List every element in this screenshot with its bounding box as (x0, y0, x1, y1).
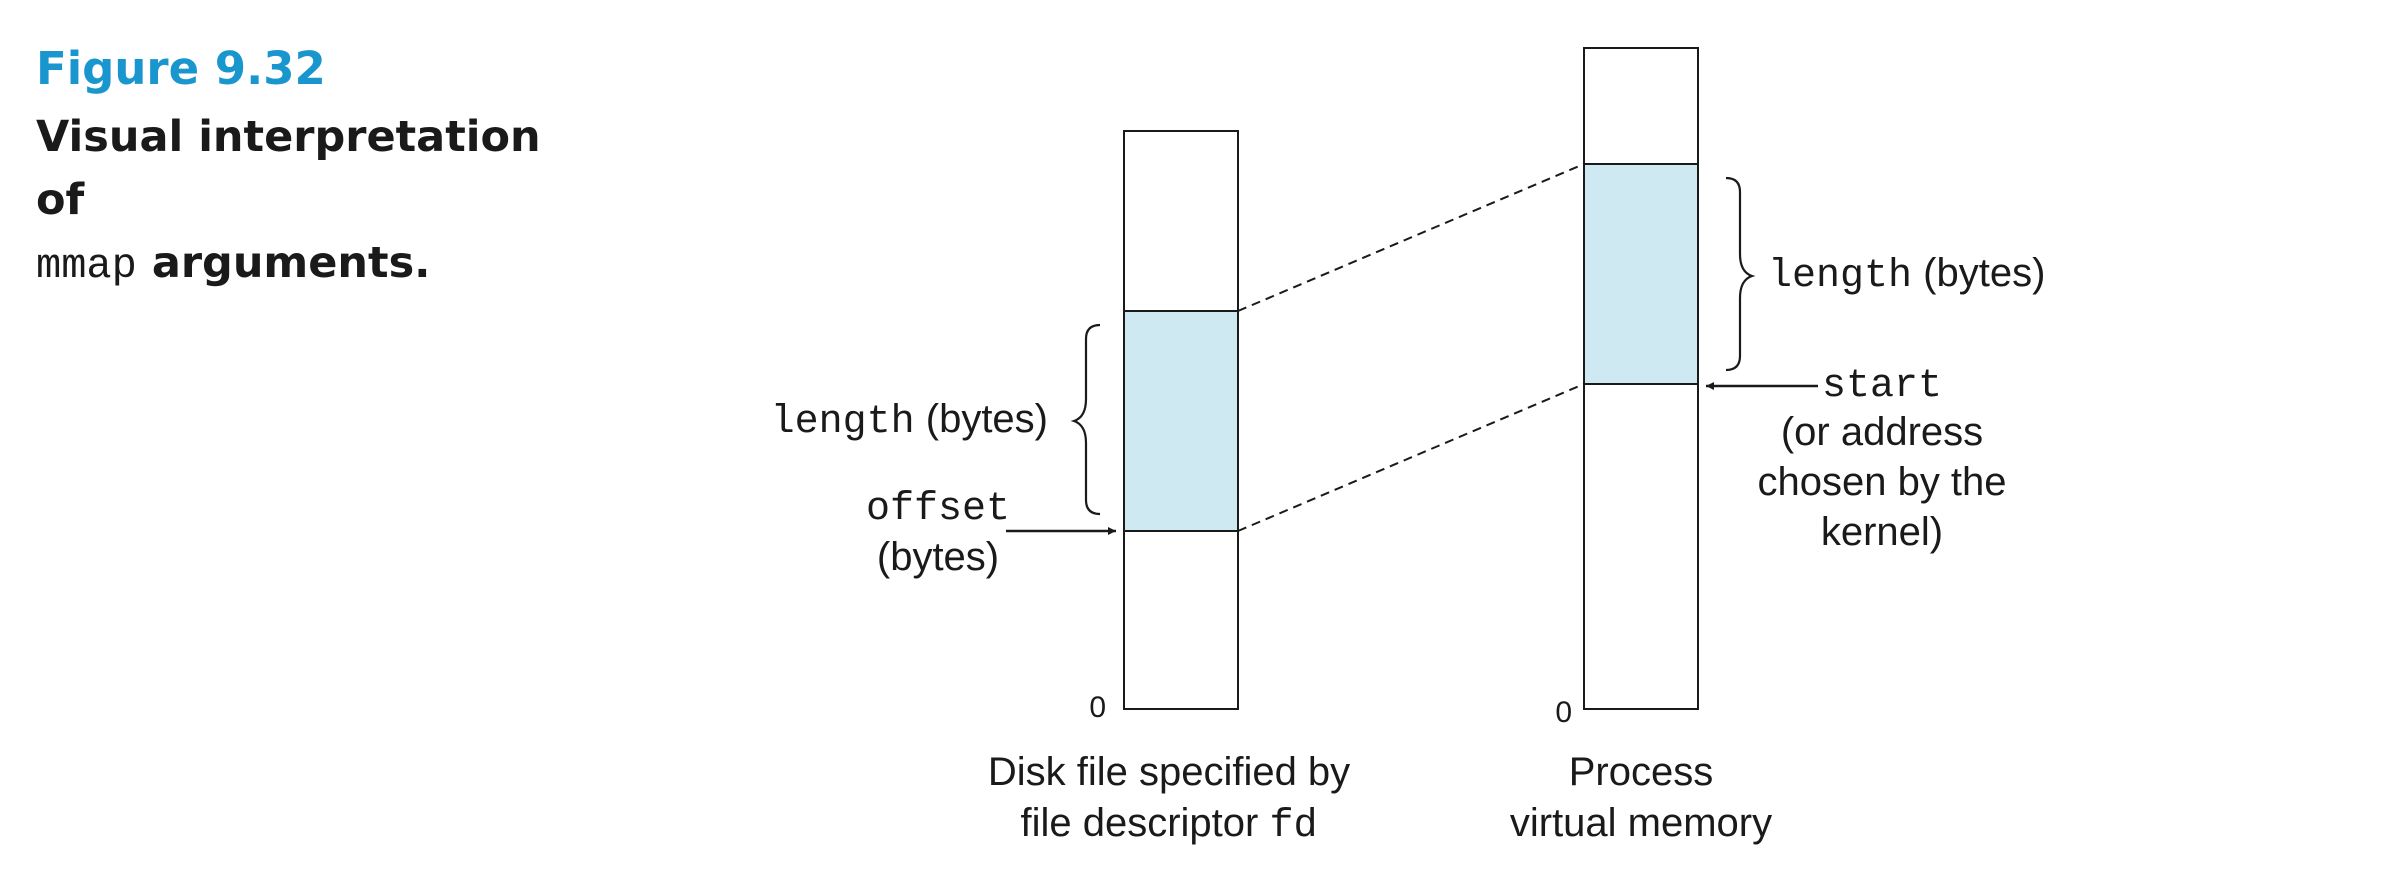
memory-start-line1: (or address (1781, 410, 1983, 454)
memory-start-code: start (1822, 364, 1942, 409)
memory-label-line2: virtual memory (1510, 801, 1772, 845)
figure-caption: Visual interpretation of mmap arguments. (36, 106, 596, 298)
disk-length-label: length (bytes) (771, 397, 1048, 445)
memory-length-unit: (bytes) (1923, 251, 2045, 295)
memory-length-brace (1725, 176, 1756, 372)
caption-code: mmap (36, 242, 137, 290)
disk-label-line2: file descriptor fd (1020, 801, 1317, 849)
mapping-line-bottom (1237, 383, 1585, 532)
mapping-line-top (1237, 163, 1585, 312)
memory-length-label: length (bytes) (1768, 251, 2045, 299)
disk-length-brace (1070, 323, 1101, 516)
memory-length-code: length (1768, 254, 1912, 299)
disk-length-code: length (771, 400, 915, 445)
disk-zero-label: 0 (1089, 691, 1106, 724)
disk-offset-code: offset (866, 487, 1010, 532)
disk-length-unit: (bytes) (926, 397, 1048, 441)
figure-number: Figure 9.32 (36, 42, 326, 95)
caption-suffix: arguments. (151, 238, 431, 288)
memory-start-line2: chosen by the (1757, 460, 2006, 504)
memory-zero-label: 0 (1555, 696, 1572, 729)
caption-prefix: Visual interpretation of (36, 112, 541, 225)
memory-label-line1: Process (1569, 750, 1714, 794)
disk-label-fd-code: fd (1269, 804, 1317, 849)
disk-offset-unit: (bytes) (877, 535, 999, 579)
disk-label-fd-text: file descriptor (1020, 801, 1258, 845)
disk-mapped-region (1123, 310, 1239, 532)
disk-label-line1: Disk file specified by (988, 750, 1350, 794)
memory-start-line3: kernel) (1821, 510, 1943, 554)
memory-mapped-region (1583, 163, 1699, 385)
